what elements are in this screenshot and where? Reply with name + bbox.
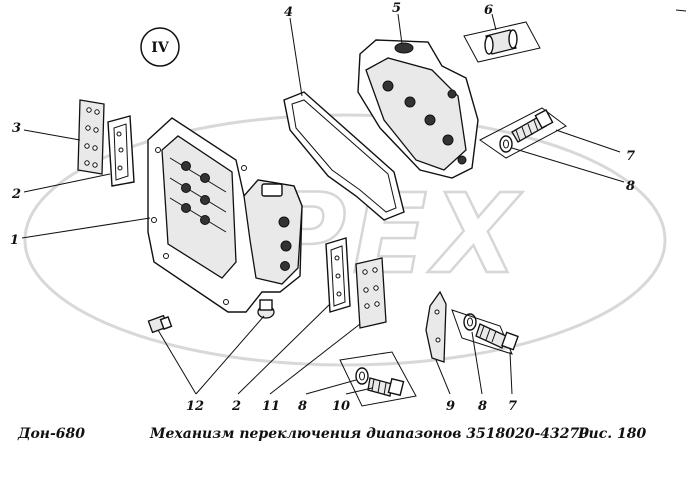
caption-figure: Рис. 180 xyxy=(578,426,647,442)
callout-8-right: 8 xyxy=(478,399,487,414)
part-9-bracket xyxy=(425,290,447,363)
part-8-washer-center xyxy=(355,367,369,385)
part-5-selector-housing xyxy=(357,39,479,179)
callout-9: 9 xyxy=(446,399,455,414)
callout-11: 11 xyxy=(262,399,280,414)
part-10-bolt xyxy=(339,351,417,407)
part-3-cover-plate xyxy=(77,99,105,175)
callout-labels: 3 2 1 4 5 6 7 8 12 2 11 8 10 9 8 7 xyxy=(10,1,635,414)
callout-3: 3 xyxy=(12,121,21,136)
part-2-gasket-left xyxy=(107,115,135,187)
callout-2-center: 2 xyxy=(231,399,241,414)
callout-6: 6 xyxy=(484,3,493,18)
part-7-bolt-lower xyxy=(451,309,519,355)
part-8-washer-right xyxy=(463,313,477,331)
part-4-gasket xyxy=(283,91,405,221)
callout-4: 4 xyxy=(284,5,293,20)
callout-7-upper: 7 xyxy=(626,149,635,164)
part-11-cover-plate xyxy=(355,257,387,329)
view-marker: IV xyxy=(140,27,180,67)
leader-lines xyxy=(21,13,625,395)
view-marker-label: IV xyxy=(151,40,170,56)
callout-12: 12 xyxy=(186,399,204,414)
part-1-housing xyxy=(147,117,303,313)
callout-1: 1 xyxy=(10,233,19,248)
callout-5: 5 xyxy=(392,1,401,16)
caption-title: Механизм переключения диапазонов 3518020… xyxy=(150,426,589,442)
callout-2-left: 2 xyxy=(11,187,21,202)
part-7-bolt-upper xyxy=(479,107,567,159)
part-12-plug-left xyxy=(147,314,173,334)
callout-10: 10 xyxy=(332,399,350,414)
part-6-bushing xyxy=(463,21,541,63)
caption-model: Дон-680 xyxy=(18,426,86,442)
part-8-washer-upper xyxy=(499,135,513,153)
corner-mark xyxy=(675,9,687,12)
callout-8-upper: 8 xyxy=(626,179,635,194)
callout-7-lower: 7 xyxy=(508,399,517,414)
part-2-gasket-center xyxy=(325,237,351,313)
callout-8-center: 8 xyxy=(298,399,307,414)
part-12-plug-right xyxy=(257,299,275,319)
